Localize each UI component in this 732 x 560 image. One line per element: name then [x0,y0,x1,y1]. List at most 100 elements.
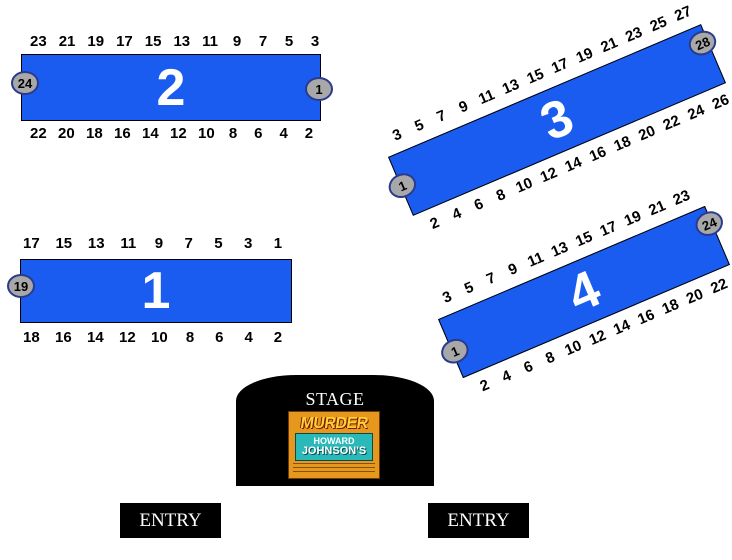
seat-number[interactable]: 21 [646,197,669,220]
seat-number[interactable]: 23 [30,33,47,50]
seat-number[interactable]: 1 [273,235,283,252]
stage: STAGE MURDER HOWARD JOHNSON'S [236,375,434,486]
seat-number[interactable]: 8 [543,348,558,368]
seat-number[interactable]: 17 [116,33,133,50]
seat-number[interactable]: 21 [598,34,621,57]
seat-number[interactable]: 8 [185,329,195,346]
seat-number[interactable]: 21 [58,33,76,50]
seat-number[interactable]: 6 [471,195,487,215]
seat-number[interactable]: 4 [279,125,288,142]
seat-number[interactable]: 9 [232,33,242,50]
seat-number[interactable]: 5 [214,235,223,252]
seat-number[interactable]: 12 [119,329,136,346]
seat-number[interactable]: 22 [30,125,47,142]
seat-number[interactable]: 14 [142,125,159,142]
seat-number[interactable]: 3 [310,33,320,50]
seat-number[interactable]: 11 [202,33,218,50]
seat-number[interactable]: 14 [610,316,633,339]
poster-band: HOWARD JOHNSON'S [295,433,373,461]
seat-number[interactable]: 10 [151,329,168,346]
seat-number[interactable]: 12 [537,163,560,187]
seat-number[interactable]: 15 [144,33,162,50]
seat-number[interactable]: 26 [709,91,732,114]
seat-number[interactable]: 12 [586,326,609,349]
seat-number[interactable]: 7 [483,269,499,289]
table-1-top-seat-row: 17 15 13 11 9 7 5 3 1 [23,236,285,251]
seat-number[interactable]: 25 [647,13,670,36]
seat-number[interactable]: 6 [215,329,224,346]
table-2-left-end-seat[interactable]: 24 [11,71,39,95]
table-1-left-end-seat[interactable]: 19 [7,274,35,298]
seat-number[interactable]: 22 [708,275,731,298]
seat-number[interactable]: 7 [184,235,193,252]
stage-label: STAGE [305,389,365,409]
seat-number[interactable]: 5 [461,278,477,298]
seat-number[interactable]: 5 [412,116,427,136]
poster-title: MURDER [299,415,369,432]
seat-number[interactable]: 18 [611,132,634,155]
seat-number[interactable]: 13 [87,235,105,252]
seat-number[interactable]: 22 [660,111,683,135]
seat-number[interactable]: 8 [493,185,509,205]
seat-number[interactable]: 18 [86,125,103,142]
seat-number[interactable]: 20 [58,125,75,142]
table-2[interactable]: 2 [21,54,321,121]
seat-number[interactable]: 9 [154,235,164,252]
seat-number[interactable]: 17 [549,54,572,78]
seat-number[interactable]: 3 [440,287,455,307]
table-2-right-end-seat[interactable]: 1 [305,77,333,101]
seat-number[interactable]: 19 [621,207,644,230]
seat-number[interactable]: 12 [170,125,187,142]
entry-right[interactable]: ENTRY [428,503,529,538]
seat-number[interactable]: 13 [499,75,522,98]
seat-number[interactable]: 14 [87,329,104,346]
seat-number[interactable]: 11 [525,248,547,271]
seat-number[interactable]: 18 [23,329,40,346]
seat-number[interactable]: 4 [244,329,253,346]
seat-number[interactable]: 16 [586,143,609,166]
seat-number[interactable]: 17 [597,217,620,241]
seat-number[interactable]: 20 [683,285,706,308]
seat-number[interactable]: 5 [284,33,294,50]
seat-number[interactable]: 9 [505,260,521,279]
seat-number[interactable]: 10 [198,125,215,142]
seat-number[interactable]: 2 [427,214,442,233]
seat-number[interactable]: 4 [499,367,514,386]
seat-number[interactable]: 16 [114,125,131,142]
seat-number[interactable]: 2 [304,125,314,142]
seat-number[interactable]: 27 [672,2,695,25]
seat-number[interactable]: 18 [659,295,682,318]
seat-number[interactable]: 9 [456,97,471,117]
seat-number[interactable]: 24 [685,101,708,124]
seat-number[interactable]: 13 [548,238,571,261]
seat-number[interactable]: 11 [475,86,498,109]
seat-number[interactable]: 11 [120,235,137,252]
seat-number[interactable]: 3 [390,125,405,145]
seat-number[interactable]: 2 [477,376,492,396]
seat-number[interactable]: 15 [524,65,547,88]
seat-number[interactable]: 23 [670,186,693,209]
entry-left[interactable]: ENTRY [120,503,221,538]
seat-number[interactable]: 19 [87,33,105,50]
seat-number[interactable]: 23 [622,23,645,46]
seat-number[interactable]: 6 [254,125,263,142]
seat-number[interactable]: 10 [513,174,536,197]
seat-number[interactable]: 3 [244,235,253,252]
seat-number[interactable]: 7 [434,106,449,126]
seat-number[interactable]: 10 [562,337,585,360]
seat-number[interactable]: 16 [55,329,72,346]
seat-number[interactable]: 19 [573,44,596,67]
seat-number[interactable]: 2 [273,329,283,346]
seat-number[interactable]: 4 [449,204,464,224]
seat-number[interactable]: 14 [562,153,585,176]
seat-number[interactable]: 20 [636,122,659,145]
seat-number[interactable]: 15 [573,228,596,251]
seat-number[interactable]: 6 [521,357,536,377]
seat-number[interactable]: 7 [258,33,268,50]
seat-number[interactable]: 8 [228,125,238,142]
seat-number[interactable]: 17 [23,235,40,252]
seat-number[interactable]: 13 [173,33,191,50]
seat-number[interactable]: 15 [55,235,73,252]
seat-number[interactable]: 16 [635,306,658,329]
table-1[interactable]: 1 [20,259,292,323]
